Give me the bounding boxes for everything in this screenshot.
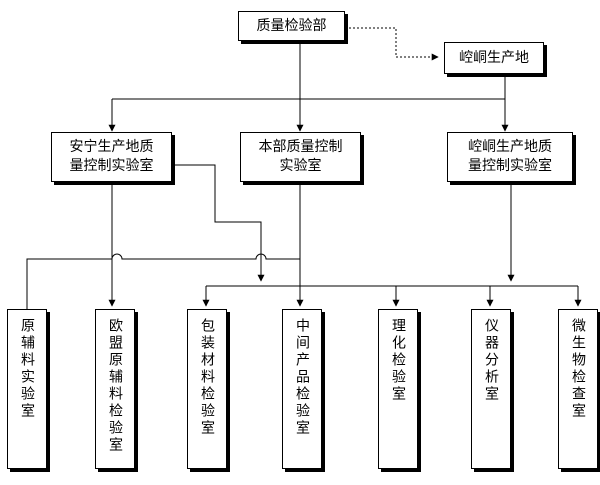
quality-dept-box: 质量检验部 (238, 11, 345, 41)
hq-lab-box: 本部质量控制 实验室 (240, 132, 361, 182)
hq-lab-label: 本部质量控制 实验室 (258, 139, 343, 174)
packaging-lab-label: 包装材料检验室 (199, 318, 215, 437)
eu-raw-material-lab-label: 欧盟原辅料检验室 (107, 318, 123, 454)
anning-lab-label: 安宁生产地质 量控制实验室 (69, 139, 154, 174)
packaging-lab-box: 包装材料检验室 (187, 309, 227, 469)
anning-lab-box: 安宁生产地质 量控制实验室 (51, 132, 172, 182)
microbiology-room-box: 微生物检查室 (558, 309, 598, 469)
physicochemical-lab-box: 理化检验室 (378, 309, 418, 469)
kongtong-site-label: 崆峒生产地 (459, 49, 529, 66)
instrument-analysis-room-label: 仪器分析室 (483, 318, 499, 403)
connector-raw-bus (26, 253, 300, 309)
microbiology-room-label: 微生物检查室 (570, 318, 586, 420)
intermediate-product-lab-label: 中间产品检验室 (294, 318, 310, 437)
intermediate-product-lab-box: 中间产品检验室 (282, 309, 322, 469)
eu-raw-material-lab-box: 欧盟原辅料检验室 (95, 309, 135, 469)
dotted-connector (345, 27, 439, 61)
connector-anning-bus (172, 164, 265, 282)
kongtong-lab-box: 崆峒生产地质 量控制实验室 (447, 132, 573, 182)
raw-material-lab-box: 原辅料实验室 (7, 309, 47, 469)
physicochemical-lab-label: 理化检验室 (390, 318, 406, 403)
instrument-analysis-room-box: 仪器分析室 (471, 309, 511, 469)
kongtong-lab-label: 崆峒生产地质 量控制实验室 (468, 139, 552, 174)
kongtong-site-box: 崆峒生产地 (444, 42, 544, 74)
quality-dept-label: 质量检验部 (256, 17, 327, 34)
raw-material-lab-label: 原辅料实验室 (19, 318, 35, 420)
